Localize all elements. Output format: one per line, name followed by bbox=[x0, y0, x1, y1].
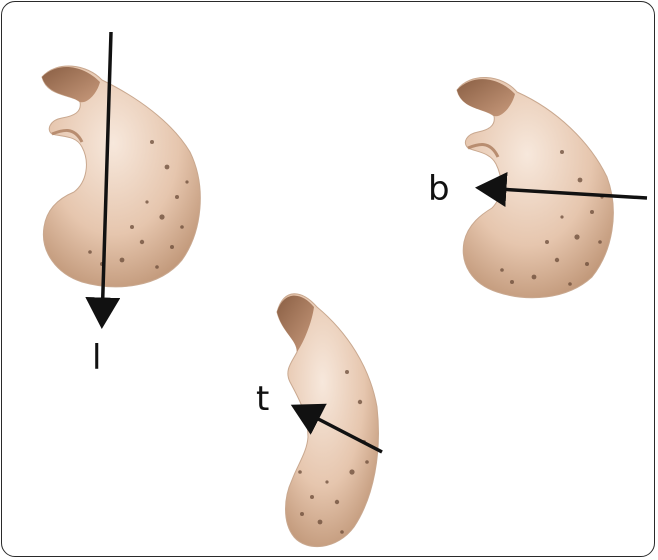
label-thickness: t bbox=[256, 382, 269, 416]
cashew-left-body bbox=[42, 66, 200, 287]
label-breadth: b bbox=[428, 172, 450, 206]
cashew-bottom bbox=[277, 294, 378, 547]
cashew-left bbox=[42, 66, 200, 287]
cashew-right bbox=[457, 77, 613, 297]
label-length: l bbox=[92, 341, 101, 375]
cashew-right-body bbox=[457, 77, 613, 297]
